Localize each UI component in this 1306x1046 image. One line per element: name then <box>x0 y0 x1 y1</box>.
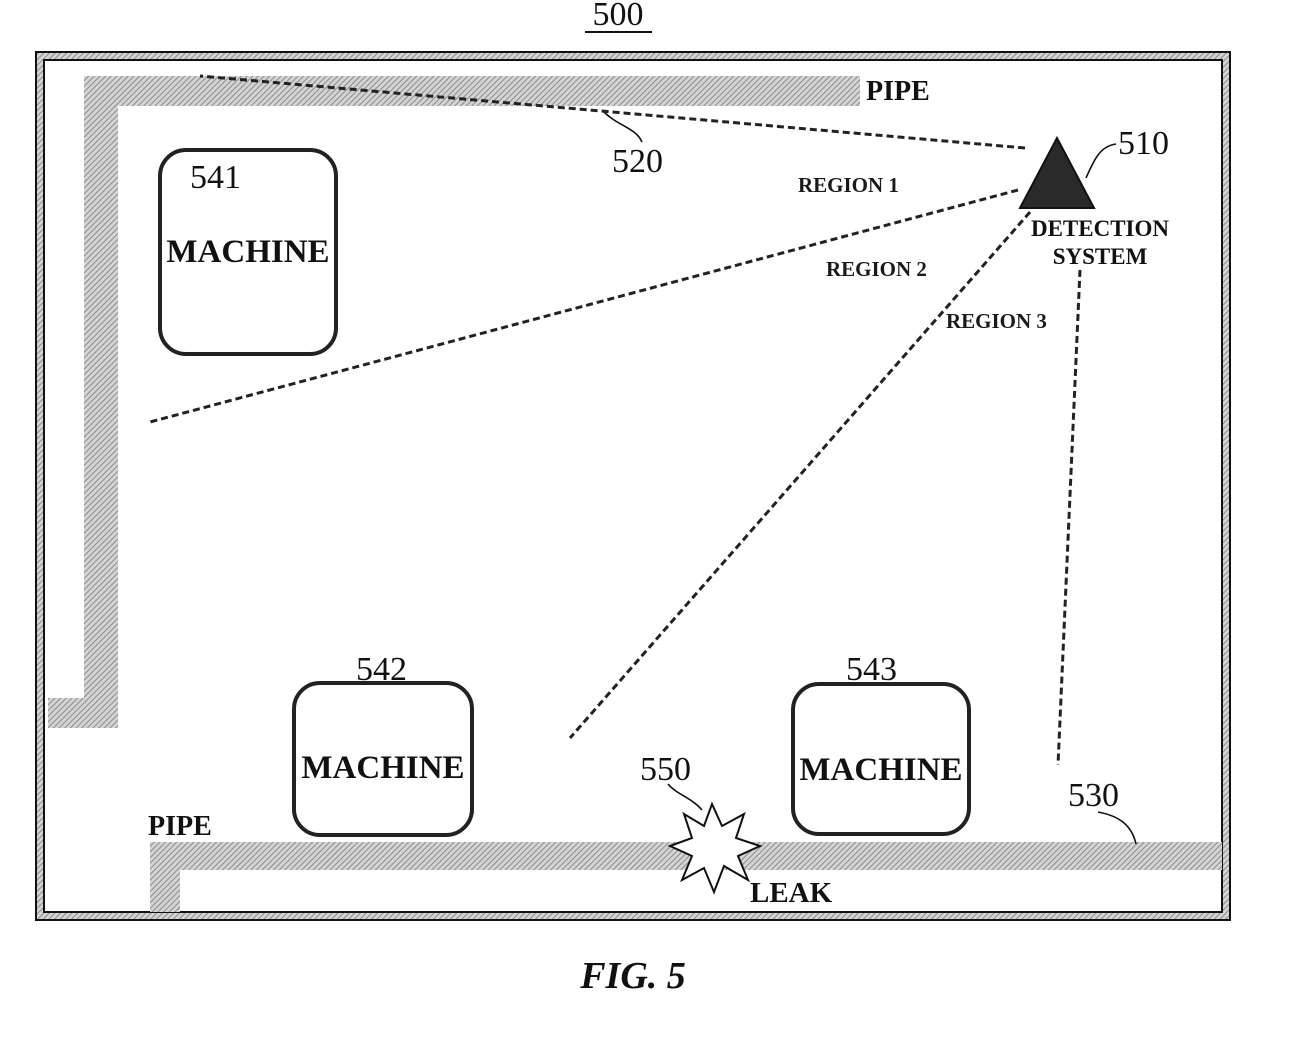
machine-543-ref: 543 <box>846 651 897 688</box>
pipe-ref-520: 520 <box>612 143 663 180</box>
pipe-bottom-label: PIPE <box>148 811 212 842</box>
detection-system-label-line1: DETECTION <box>1031 216 1169 241</box>
detection-system-label-line2: SYSTEM <box>1053 244 1148 269</box>
machine-541-ref: 541 <box>190 159 241 196</box>
region-3-label: REGION 3 <box>946 309 1047 333</box>
machine-541-label: MACHINE <box>166 234 329 270</box>
machine-543-label: MACHINE <box>799 752 962 788</box>
pipe-top-label: PIPE <box>866 76 930 107</box>
machine-542-label: MACHINE <box>301 750 464 786</box>
machine-542-ref: 542 <box>356 651 407 688</box>
region-2-label: REGION 2 <box>826 257 927 281</box>
region-1-label: REGION 1 <box>798 173 899 197</box>
figure-caption: FIG. 5 <box>579 955 686 997</box>
pipe-ref-530: 530 <box>1068 777 1119 814</box>
leak-ref: 550 <box>640 751 691 788</box>
figure-number: 500 <box>593 0 644 33</box>
leak-label: LEAK <box>750 877 833 909</box>
machine-541: 541 MACHINE <box>160 150 336 354</box>
detection-system-ref: 510 <box>1118 125 1169 162</box>
